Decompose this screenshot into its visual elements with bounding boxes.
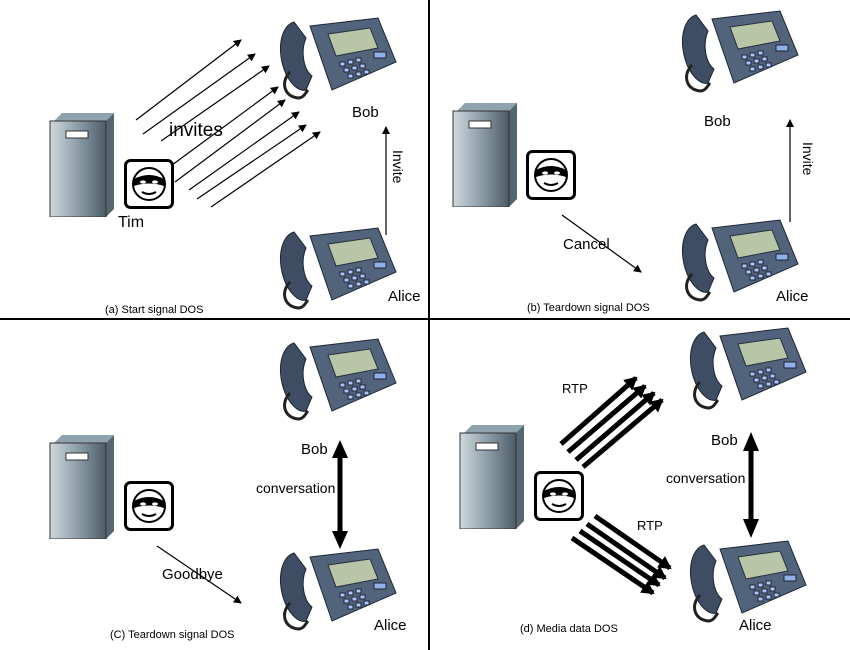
caption-c: (C) Teardown signal DOS — [110, 629, 235, 641]
server-icon — [459, 425, 524, 529]
cancel-arrow — [561, 214, 642, 273]
alice-label-a: Alice — [388, 288, 421, 305]
flood-arrow — [210, 131, 321, 208]
horizontal-divider — [0, 318, 850, 320]
flood-arrow — [142, 53, 256, 135]
vertical-divider — [428, 0, 430, 650]
invite-label-b: Invite — [800, 142, 816, 176]
bob-label-a: Bob — [352, 104, 379, 121]
masked-attacker-icon — [124, 159, 174, 209]
caption-d: (d) Media data DOS — [520, 623, 618, 635]
flood-arrow — [188, 111, 300, 191]
alice-label-c: Alice — [374, 617, 407, 634]
conversation-arrow-c — [332, 440, 348, 549]
caption-a: (a) Start signal DOS — [105, 304, 204, 316]
bob-label-b: Bob — [704, 113, 731, 130]
invite-flood-arrows — [135, 39, 321, 208]
conversation-label-c: conversation — [256, 480, 336, 496]
rtp-arrow — [574, 391, 656, 462]
rtp-arrow — [585, 521, 667, 581]
rtp-label-bottom: RTP — [637, 518, 663, 533]
rtp-arrow — [566, 384, 647, 454]
phone-icon-bob-b — [682, 10, 799, 93]
alice-label-d: Alice — [739, 617, 772, 634]
server-icon — [49, 435, 114, 539]
rtp-arrow — [578, 528, 661, 588]
attacker-name: Tim — [118, 214, 145, 231]
masked-attacker-icon — [526, 150, 576, 200]
goodbye-label: Goodbye — [162, 566, 223, 583]
rtp-arrows-top — [559, 376, 664, 469]
server-icon — [49, 113, 114, 217]
cancel-label: Cancel — [563, 236, 610, 253]
rtp-arrow — [559, 376, 638, 446]
masked-attacker-icon — [534, 471, 584, 521]
flood-arrow — [167, 86, 279, 169]
rtp-arrow — [581, 398, 664, 469]
phone-icon-alice-b — [682, 219, 799, 302]
flood-arrow — [174, 99, 286, 183]
invite-label-a: Invite — [390, 150, 406, 184]
rtp-arrow — [570, 535, 655, 596]
bob-label-c: Bob — [301, 441, 328, 458]
alice-label-b: Alice — [776, 288, 809, 305]
caption-b: (b) Teardown signal DOS — [527, 302, 650, 314]
flood-arrow — [160, 65, 270, 142]
flood-label: invites — [169, 120, 223, 141]
bob-label-d: Bob — [711, 432, 738, 449]
phone-icon-bob-d — [690, 327, 807, 410]
flood-arrow — [196, 124, 307, 200]
flood-arrow — [135, 39, 242, 121]
phone-icon-alice-d — [690, 540, 807, 623]
server-icon — [452, 103, 517, 207]
rtp-label-top: RTP — [562, 381, 588, 396]
phone-icon-bob-a — [280, 17, 397, 100]
phone-icon-alice-c — [280, 548, 397, 631]
phone-icon-bob-c — [280, 338, 397, 421]
conversation-label-d: conversation — [666, 470, 746, 486]
rtp-arrows-bottom — [570, 513, 672, 596]
masked-attacker-icon — [124, 481, 174, 531]
goodbye-arrow — [156, 545, 242, 604]
rtp-arrow — [593, 513, 672, 571]
conversation-arrow-d — [743, 432, 759, 538]
phone-icon-alice-a — [280, 227, 397, 310]
